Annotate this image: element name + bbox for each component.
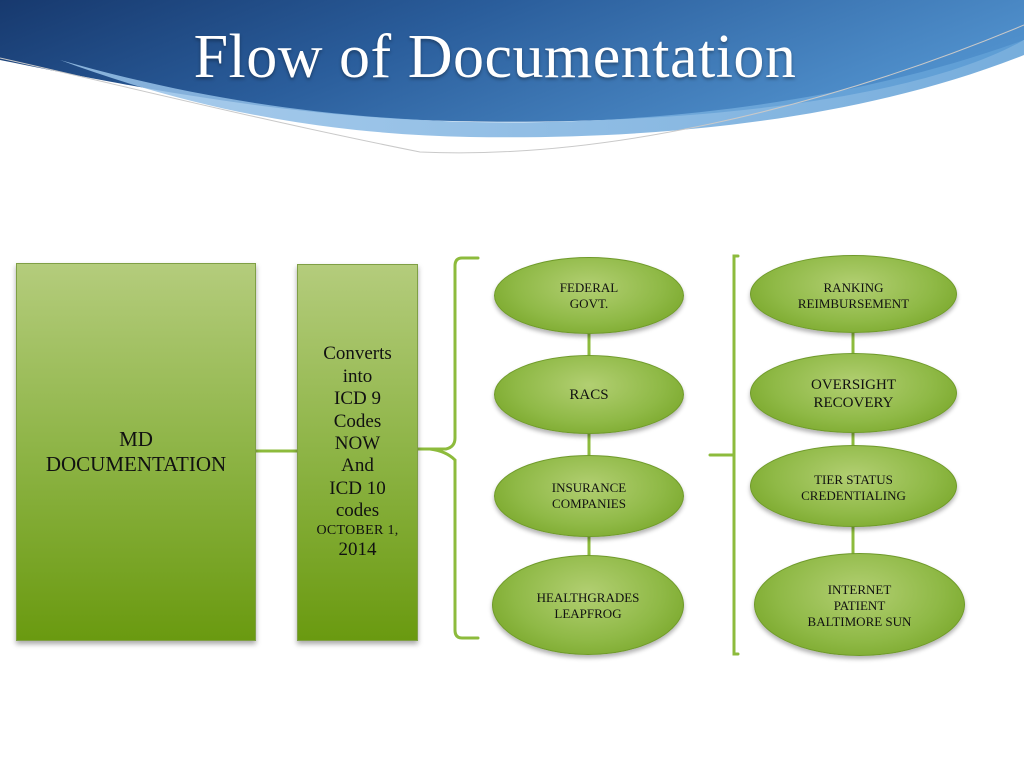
converts-box: Converts into ICD 9 Codes NOW And ICD 10… — [297, 264, 418, 641]
oval-label: RANKING REIMBURSEMENT — [797, 280, 910, 311]
header-banner — [0, 0, 1024, 154]
oval-ranking-reimbursement: RANKING REIMBURSEMENT — [750, 255, 957, 333]
converts-date-year: 2014 — [338, 539, 377, 561]
oval-internet-patient-baltimore-sun: INTERNET PATIENT BALTIMORE SUN — [754, 553, 965, 656]
converts-line: And — [341, 455, 374, 477]
oval-label: RACS — [569, 387, 609, 403]
converts-line: Converts — [323, 343, 392, 365]
oval-racs: RACS — [494, 355, 684, 434]
converts-date-line: OCTOBER 1, — [316, 522, 399, 538]
md-documentation-label: MD DOCUMENTATION — [45, 427, 227, 476]
oval-label: INTERNET PATIENT BALTIMORE SUN — [807, 582, 912, 629]
oval-oversight-recovery: OVERSIGHT RECOVERY — [750, 353, 957, 433]
oval-label: OVERSIGHT RECOVERY — [811, 377, 896, 412]
right-bracket — [732, 254, 740, 656]
oval-label: HEALTHGRADES LEAPFROG — [536, 590, 640, 621]
converts-line: into — [342, 365, 373, 387]
oval-insurance-companies: INSURANCE COMPANIES — [494, 455, 684, 537]
converts-line: ICD 10 — [329, 477, 386, 499]
oval-tier-status-credentialing: TIER STATUS CREDENTIALING — [750, 445, 957, 527]
slide-title: Flow of Documentation — [193, 23, 797, 91]
converts-line: codes — [335, 500, 380, 522]
oval-healthgrades-leapfrog: HEALTHGRADES LEAPFROG — [492, 555, 684, 655]
oval-label: TIER STATUS CREDENTIALING — [801, 472, 906, 503]
md-documentation-box: MD DOCUMENTATION — [16, 263, 256, 641]
oval-federal-govt: FEDERAL GOVT. — [494, 257, 684, 334]
oval-label: INSURANCE COMPANIES — [551, 480, 627, 511]
converts-line: ICD 9 — [334, 388, 381, 410]
converts-line: NOW — [334, 433, 381, 455]
oval-label: FEDERAL GOVT. — [559, 280, 619, 311]
converts-line: Codes — [333, 410, 382, 432]
left-brace — [429, 256, 480, 640]
